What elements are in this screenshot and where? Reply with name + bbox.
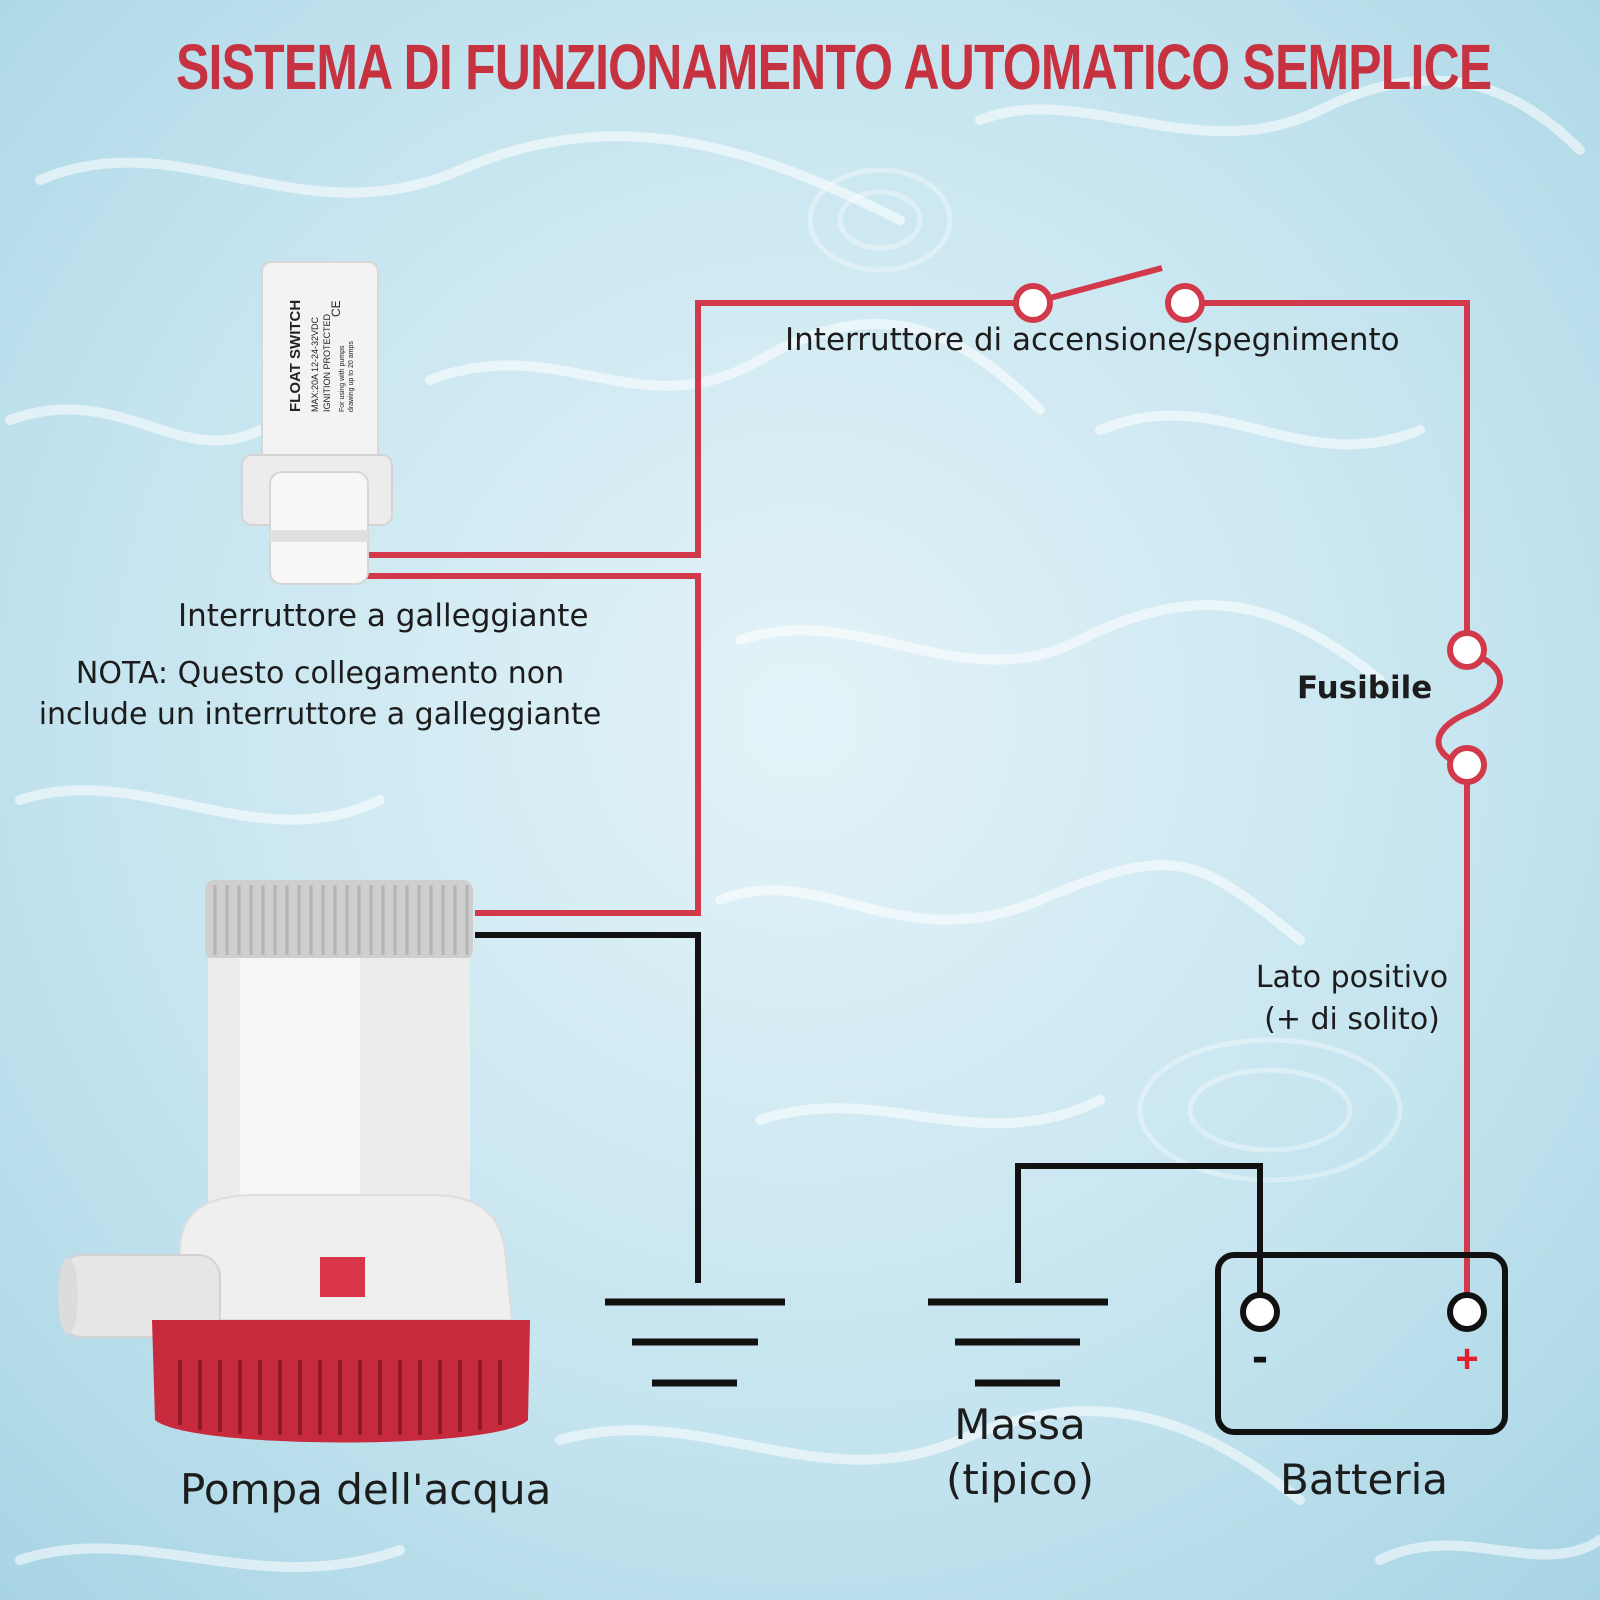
positive-wiring	[365, 300, 1470, 1295]
wire-float-to-pump	[365, 573, 701, 916]
float-switch-print-1: FLOAT SWITCH	[287, 300, 304, 412]
ground-symbol-pump	[605, 1298, 785, 1387]
ground-label-line-2: (tipico)	[945, 1455, 1095, 1504]
battery-label: Batteria	[1280, 1455, 1448, 1504]
battery-symbol: - +	[1215, 1252, 1508, 1435]
negative-wiring	[475, 932, 1263, 1295]
battery-minus-sign: -	[1252, 1330, 1268, 1383]
bilge-pump-device	[58, 880, 530, 1443]
wire-pump-to-ground	[475, 932, 701, 1283]
positive-side-line-2: (+ di solito)	[1264, 1002, 1440, 1037]
battery-positive-terminal	[1447, 1292, 1487, 1332]
wire-switch-to-fuse	[1180, 300, 1470, 633]
note-line-1: NOTA: Questo collegamento non	[75, 656, 565, 691]
float-switch-print-4: For using with pumps	[339, 345, 346, 412]
battery-plus-sign: +	[1455, 1337, 1478, 1381]
float-switch-ce-mark: CE	[329, 300, 343, 317]
fuse-symbol	[1435, 630, 1503, 785]
pump-label: Pompa dell'acqua	[180, 1465, 552, 1514]
float-switch-print-2: MAX:20A 12-24-32VDC	[310, 316, 320, 412]
positive-side-line-1: Lato positivo	[1255, 960, 1449, 995]
float-switch-label: Interruttore a galleggiante	[178, 598, 589, 634]
power-switch-symbol	[1013, 265, 1205, 323]
note-line-2: include un interruttore a galleggiante	[38, 697, 602, 732]
ground-symbol-massa	[928, 1298, 1108, 1387]
float-switch-device: FLOAT SWITCH MAX:20A 12-24-32VDC IGNITIO…	[241, 261, 393, 585]
battery-negative-terminal	[1240, 1292, 1280, 1332]
wire-ground-to-battery	[1015, 1163, 1263, 1295]
float-switch-print-3: IGNITION PROTECTED	[322, 313, 332, 412]
float-switch-print-5: drawing up to 20 amps	[348, 341, 355, 412]
fuse-label: Fusibile	[1297, 670, 1433, 706]
ground-label-line-1: Massa	[954, 1400, 1086, 1449]
power-switch-label: Interruttore di accensione/spegnimento	[785, 322, 1400, 358]
wire-float-to-switch	[365, 300, 1020, 558]
diagram-title: SISTEMA DI FUNZIONAMENTO AUTOMATICO SEMP…	[176, 31, 1492, 103]
